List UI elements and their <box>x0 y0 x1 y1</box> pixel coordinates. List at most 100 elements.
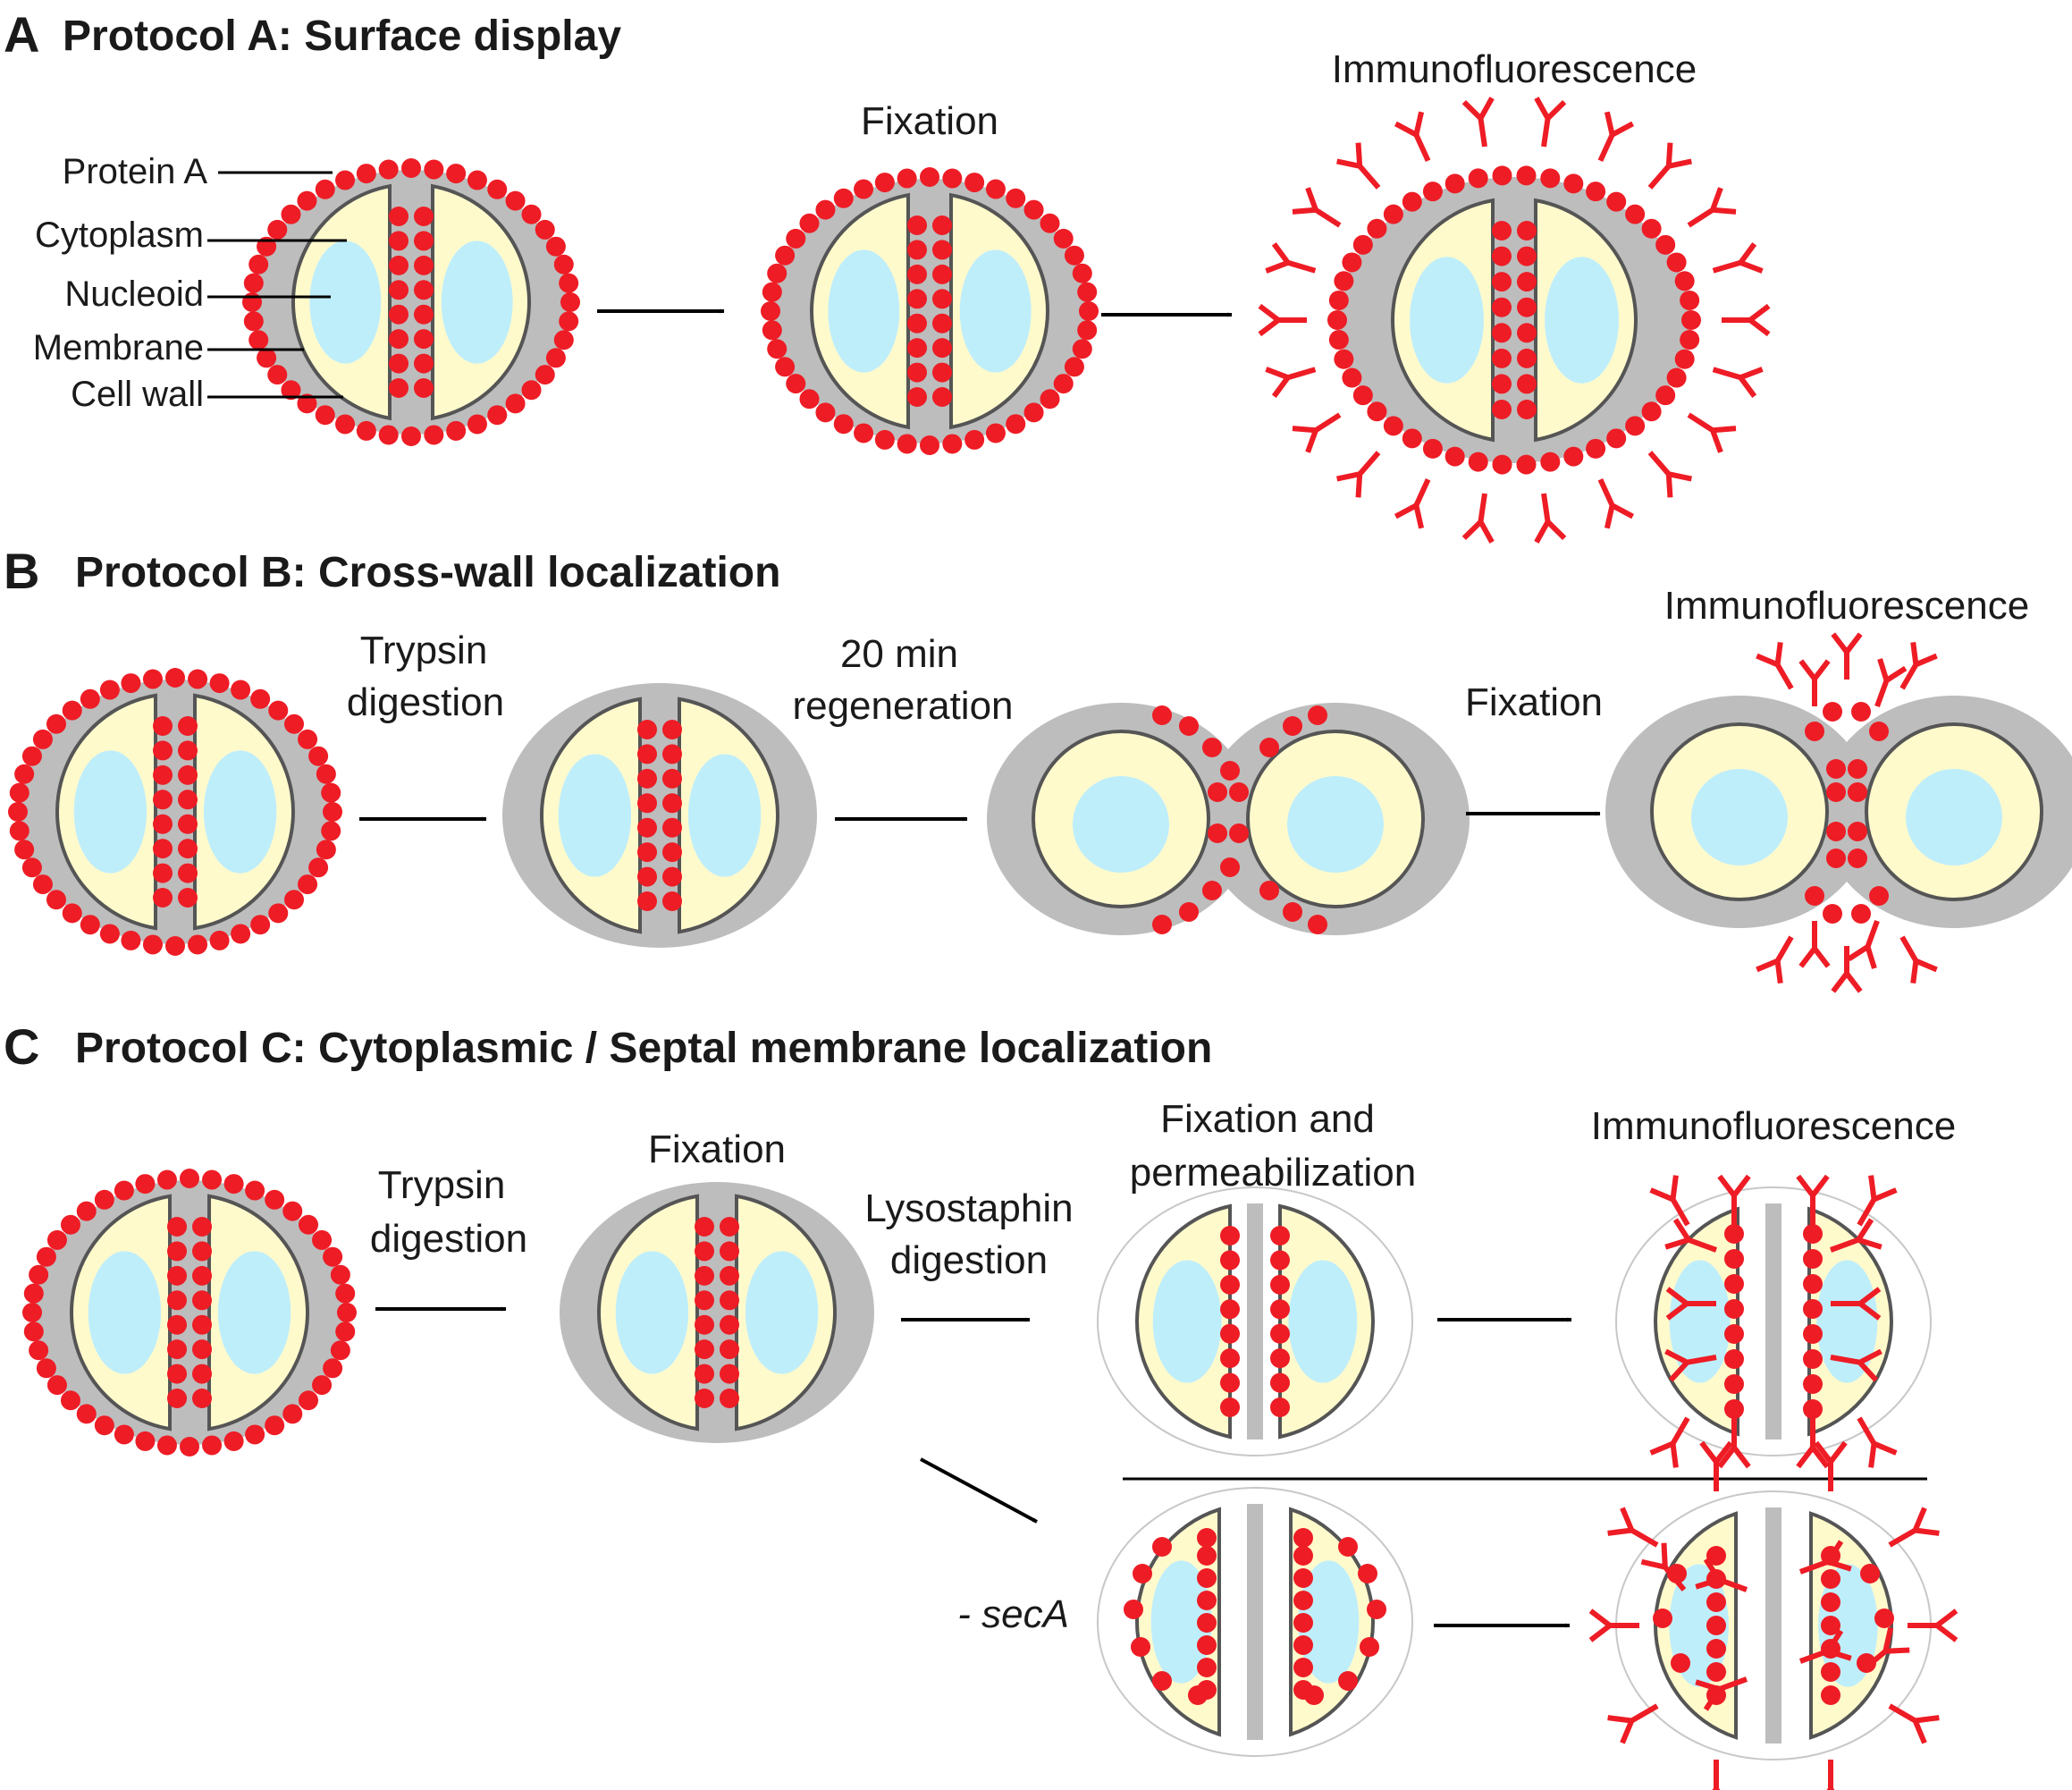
septal-protein-dot <box>1821 1592 1840 1612</box>
protein-a-dot <box>815 402 836 423</box>
septal-protein-dot <box>1492 323 1512 343</box>
septal-protein-dot <box>153 888 173 908</box>
septal-protein-dot <box>720 1241 739 1262</box>
septal-protein-dot <box>1848 759 1867 779</box>
protein-a-dot <box>1328 290 1349 310</box>
septum-wall <box>1247 1504 1263 1740</box>
septal-protein-dot <box>720 1389 739 1408</box>
antibody <box>1908 1608 1958 1642</box>
septal-protein-dot <box>1229 782 1249 802</box>
nucleoid <box>687 754 762 877</box>
protein-a-dot <box>786 228 806 249</box>
septal-protein-dot <box>1197 1568 1217 1588</box>
septal-protein-dot <box>1270 1372 1290 1393</box>
antibody <box>1847 919 1880 969</box>
protein-a-dot <box>80 688 100 709</box>
septal-protein-dot <box>1220 1372 1240 1393</box>
protein-a-dot <box>243 273 264 293</box>
septal-protein-dot <box>1803 1249 1823 1269</box>
protein-a-dot <box>335 170 356 190</box>
protein-a-dot <box>505 393 526 414</box>
protein-a-dot <box>315 179 335 199</box>
septal-protein-dot <box>1826 822 1846 841</box>
protein-a-dot <box>202 1435 223 1456</box>
protein-a-dot <box>1641 218 1662 239</box>
protein-a-dot <box>76 1201 97 1221</box>
septal-protein-dot <box>1805 886 1824 906</box>
septal-protein-dot <box>192 1265 212 1286</box>
protein-a-dot <box>94 1189 114 1210</box>
protein-a-dot <box>487 179 508 199</box>
septal-protein-dot <box>1706 1662 1726 1682</box>
septal-protein-dot <box>720 1265 739 1286</box>
panel-c-step-trypsin-line2: digestion <box>370 1217 527 1261</box>
septal-protein-dot <box>167 1217 187 1237</box>
antibody <box>1798 659 1831 706</box>
protein-a-dot <box>446 420 467 441</box>
septal-protein-dot <box>389 280 409 300</box>
septal-protein-dot <box>178 740 198 761</box>
panel-c-cell-immuno-top <box>1615 1174 1932 1469</box>
antibody <box>1857 1175 1898 1227</box>
nucleoid <box>1287 776 1384 873</box>
nucleoid <box>745 1251 819 1374</box>
septal-protein-dot <box>662 793 682 814</box>
protein-a-dot <box>46 1375 67 1396</box>
antibody <box>1687 412 1737 453</box>
antibody <box>1699 1440 1733 1491</box>
protein-a-dot <box>1625 204 1646 224</box>
protein-a-dot <box>1674 349 1695 369</box>
protein-a-dot <box>559 273 579 293</box>
protein-a-dot <box>833 414 854 435</box>
protein-a-dot <box>180 1437 199 1456</box>
septal-protein-dot <box>1220 1226 1240 1245</box>
protein-a-dot <box>467 170 487 190</box>
antibody <box>1830 1348 1882 1382</box>
septal-protein-dot <box>637 793 657 814</box>
protein-a-dot <box>321 821 341 841</box>
protein-a-dot <box>46 1229 67 1250</box>
protein-a-dot <box>60 1390 80 1411</box>
protein-a-dot <box>32 729 53 749</box>
protein-a-dot <box>284 713 305 734</box>
panel-c-step-perm-line1: Fixation and <box>1160 1097 1375 1141</box>
panel-c-cell-fixed <box>560 1182 874 1443</box>
septum-wall <box>1247 1203 1263 1440</box>
protein-a-dot <box>786 374 806 394</box>
protein-a-dot <box>180 1169 199 1188</box>
protein-a-dot <box>964 173 985 193</box>
antibody <box>1712 367 1764 398</box>
antibody <box>1265 242 1317 274</box>
septal-protein-dot <box>414 329 434 350</box>
protein-a-dot <box>833 188 854 208</box>
protein-a-dot <box>267 365 288 385</box>
antibody <box>1814 1440 1848 1491</box>
septal-protein-dot <box>932 215 952 235</box>
protein-a-dot <box>297 393 317 414</box>
protein-a-dot <box>188 669 208 689</box>
septal-protein-dot <box>1220 1323 1240 1344</box>
protein-a-dot <box>1681 310 1701 330</box>
panel-b-step-trypsin-line1: Trypsin <box>360 629 488 672</box>
protein-a-dot <box>80 915 100 935</box>
septal-protein-dot <box>178 888 198 908</box>
septal-protein-dot <box>153 814 173 834</box>
protein-a-dot <box>1422 438 1443 459</box>
septal-protein-dot <box>192 1217 212 1237</box>
septal-protein-dot <box>1517 323 1537 343</box>
protein-a-dot <box>121 930 141 950</box>
protein-a-dot <box>424 159 444 180</box>
panel-a-cell-fixed <box>761 167 1099 455</box>
protein-a-dot <box>799 389 820 410</box>
protein-a-dot <box>1040 213 1060 233</box>
septal-protein-dot <box>153 789 173 810</box>
protein-a-dot <box>76 1404 97 1424</box>
septal-protein-dot <box>695 1290 714 1311</box>
nucleoid <box>1410 257 1484 384</box>
protein-a-dot <box>1563 173 1584 194</box>
septal-protein-dot <box>932 338 952 359</box>
protein-a-dot <box>242 292 262 312</box>
septal-protein-dot <box>1293 1680 1313 1700</box>
protein-a-dot <box>202 1169 223 1190</box>
septal-protein-dot <box>932 387 952 407</box>
